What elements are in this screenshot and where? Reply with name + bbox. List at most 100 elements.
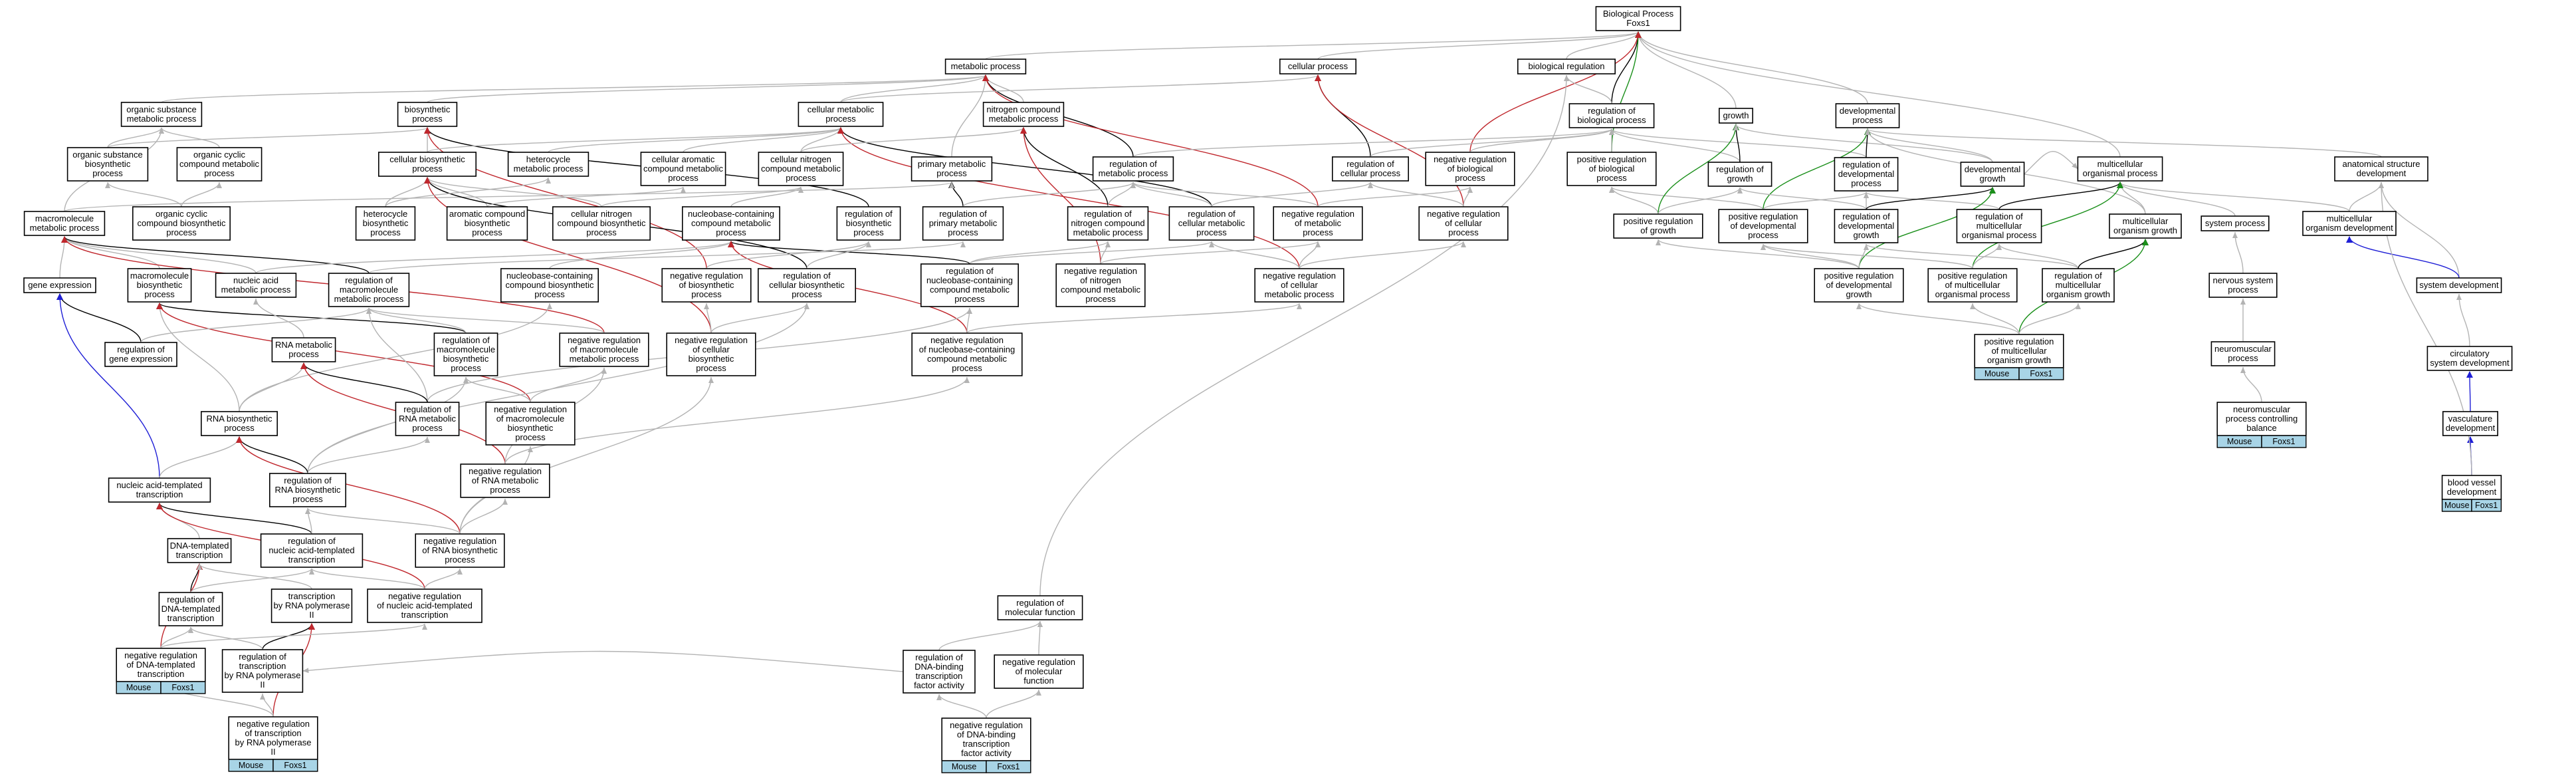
term-node-system-development[interactable]: system development: [2416, 277, 2502, 293]
term-node-growth[interactable]: growth: [1719, 108, 1754, 124]
term-label-line: regulation of: [1016, 598, 1064, 608]
term-node-cellular-process[interactable]: cellular process: [1279, 59, 1357, 74]
edge-rcp-to-cp: [1315, 74, 1371, 158]
edge-rpmp-to-rmp: [962, 182, 1136, 207]
edge-nrnatt-to-rnatt: [309, 568, 425, 590]
term-box: [997, 595, 1083, 620]
edge-rge-to-rmmp: [140, 307, 372, 343]
term-node-regulation-of-macromolecule-biosynthetic-process[interactable]: regulation ofmacromoleculebiosyntheticpr…: [433, 332, 498, 376]
term-node-system-process[interactable]: system process: [2200, 215, 2270, 231]
term-node-regulation-of-nucleobase-containing-compound-metabolic-process[interactable]: regulation ofnucleobase-containingcompou…: [920, 263, 1020, 307]
term-node-regulation-of-dna-binding-transcription-factor-activity[interactable]: regulation ofDNA-bindingtranscriptionfac…: [903, 650, 976, 694]
term-node-biological-regulation[interactable]: biological regulation: [1517, 59, 1616, 74]
term-label-line: biosynthetic: [405, 104, 451, 114]
term-label-line: biosynthetic: [443, 354, 489, 364]
term-node-gene-expression[interactable]: gene expression: [23, 277, 96, 293]
term-node-metabolic-process[interactable]: metabolic process: [944, 59, 1027, 74]
